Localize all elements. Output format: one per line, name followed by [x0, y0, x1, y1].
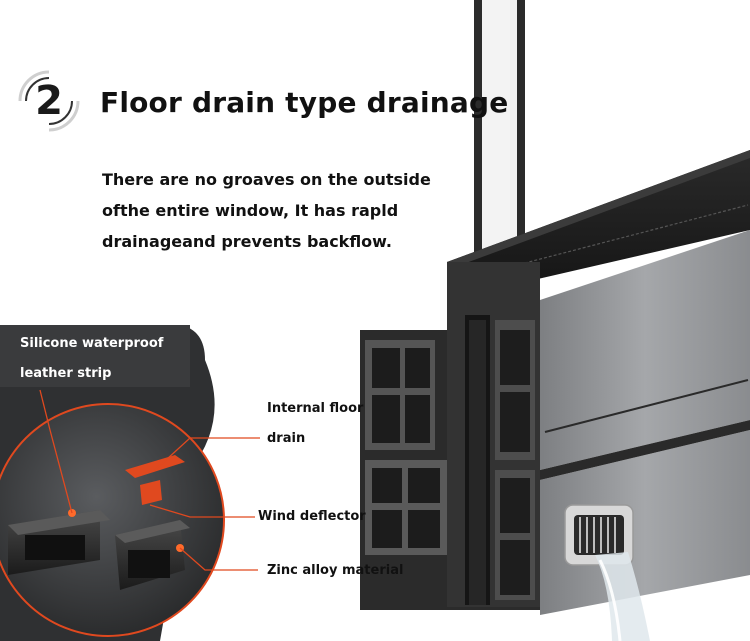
description-line-1: There are no groaves on the outside	[102, 170, 431, 189]
step-ring-icon	[18, 70, 80, 132]
description: There are no groaves on the outside ofth…	[102, 164, 442, 257]
callout-wind-deflector: Wind deflector	[258, 509, 366, 524]
leader-lines	[39, 389, 260, 571]
description-line-3: drainageand prevents backflow.	[102, 232, 392, 251]
drain-vent	[564, 504, 650, 641]
page-title: Floor drain type drainage	[100, 86, 509, 119]
step-number: 2	[35, 78, 63, 124]
label-panel	[0, 325, 190, 387]
callout-internal-line1: Internal floor	[267, 401, 364, 416]
callout-internal-line2: drain	[267, 431, 306, 446]
frame-face-upper	[540, 230, 750, 470]
frame-face-lower	[540, 430, 750, 615]
step-badge: 2	[14, 66, 84, 136]
description-line-2: ofthe entire window, It has rapld	[102, 201, 399, 220]
magnifier-lens	[0, 403, 225, 637]
profile-cross-section	[360, 262, 540, 610]
callout-zinc-alloy: Zinc alloy material	[267, 563, 404, 578]
callout-silicone-line2: leather strip	[20, 366, 112, 381]
callout-silicone-line1: Silicone waterproof	[20, 336, 164, 351]
